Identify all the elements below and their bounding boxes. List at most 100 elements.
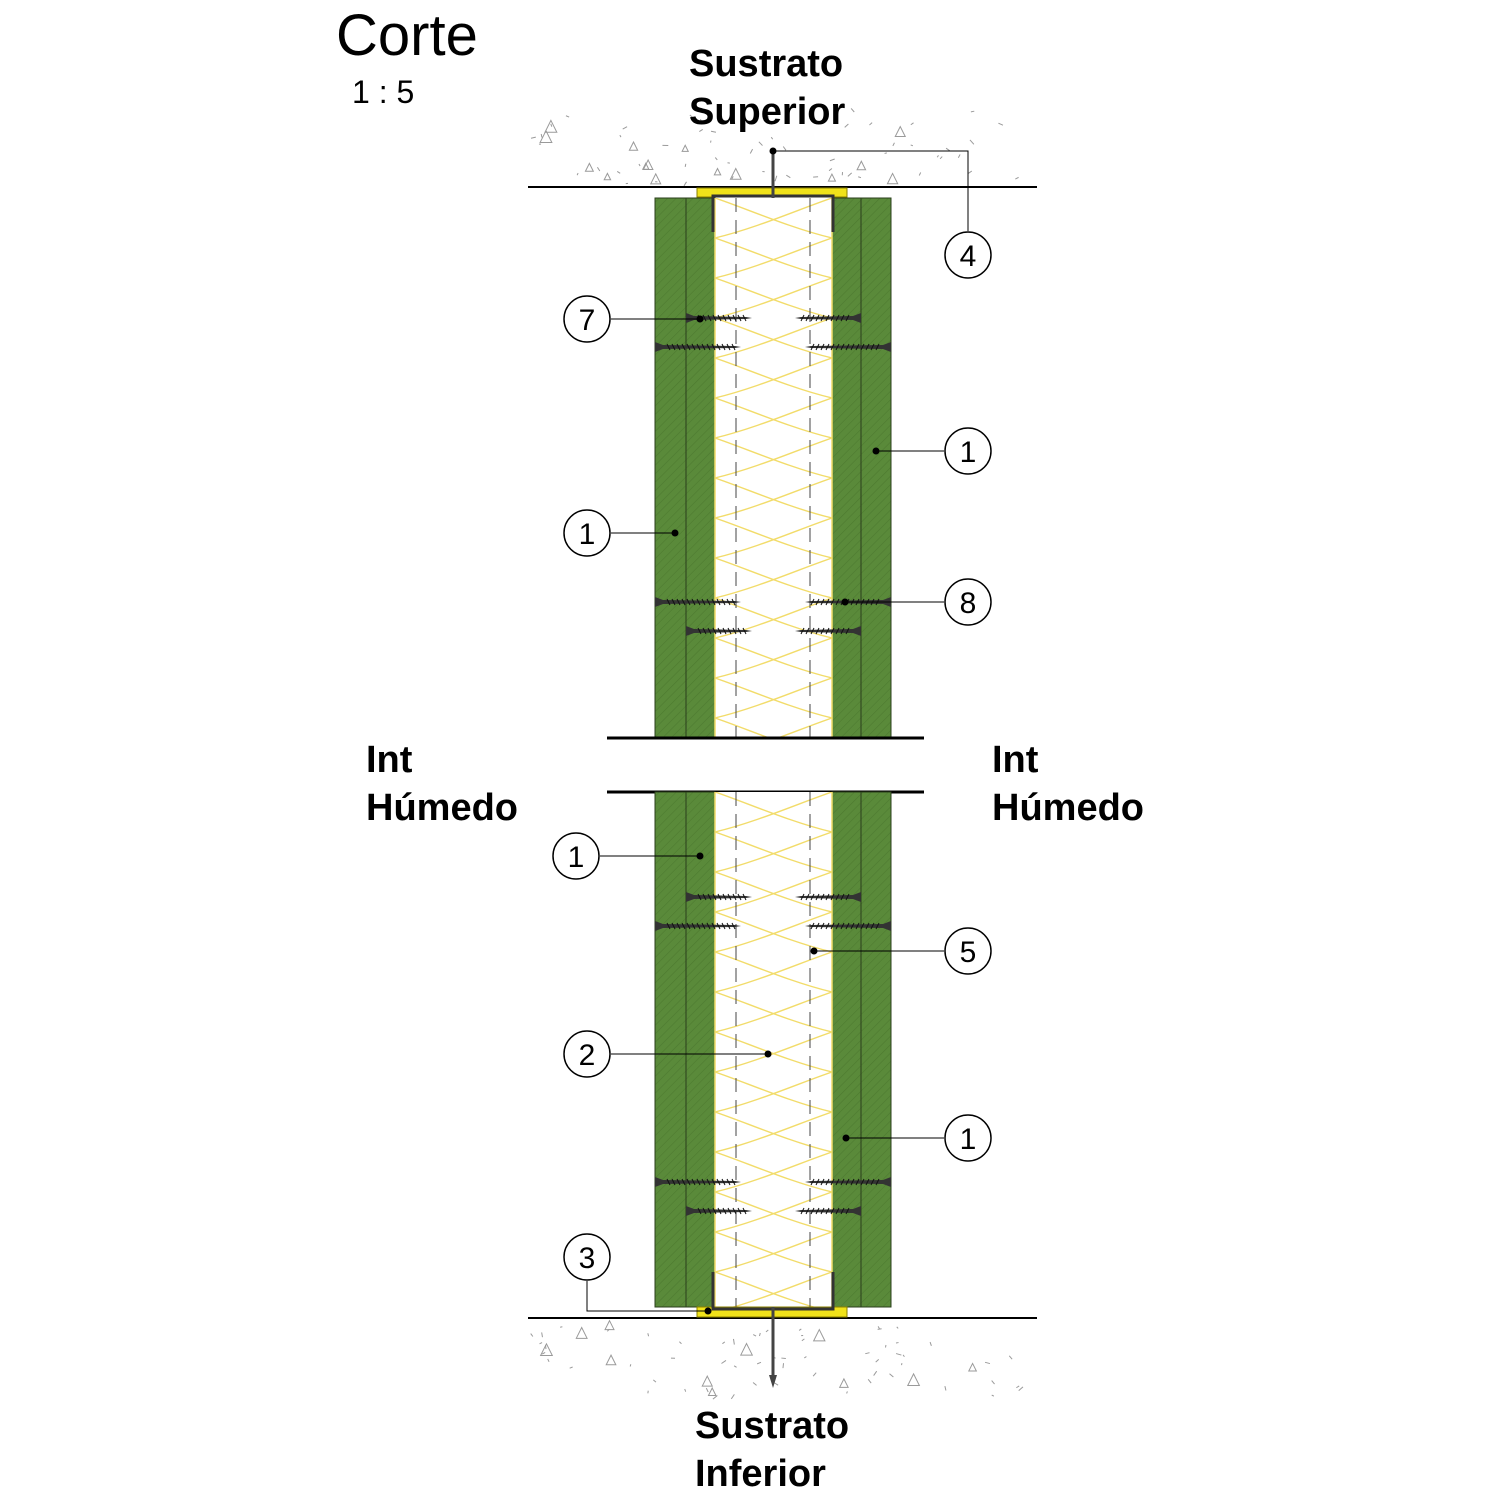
aggregate-mark bbox=[804, 1357, 806, 1358]
aggregate-mark bbox=[685, 164, 686, 167]
aggregate-mark bbox=[771, 137, 772, 139]
right-side-label-line1: Int bbox=[992, 736, 1144, 784]
aggregate-mark bbox=[869, 123, 872, 125]
aggregate-mark bbox=[713, 1396, 717, 1400]
aggregate-mark bbox=[874, 1371, 877, 1375]
gypsum-board bbox=[686, 792, 715, 1307]
aggregate-mark bbox=[865, 1353, 869, 1354]
aggregate-mark bbox=[847, 1391, 848, 1393]
aggregate-mark bbox=[911, 123, 914, 125]
aggregate-mark bbox=[551, 124, 552, 127]
aggregate-mark bbox=[643, 163, 649, 169]
aggregate-mark bbox=[766, 1330, 768, 1332]
leader-dot bbox=[770, 148, 777, 155]
leader-dot bbox=[697, 316, 704, 323]
aggregate-mark bbox=[998, 123, 1003, 125]
callout-number: 4 bbox=[960, 240, 977, 273]
gypsum-board bbox=[861, 792, 891, 1307]
aggregate-mark bbox=[542, 1352, 545, 1354]
leader-dot bbox=[842, 599, 849, 606]
aggregate-mark bbox=[605, 1321, 614, 1330]
aggregate-mark bbox=[733, 1339, 734, 1345]
aggregate-mark bbox=[968, 171, 971, 173]
bottom-substrate-label-line2: Inferior bbox=[695, 1450, 849, 1498]
aggregate-mark bbox=[876, 1359, 879, 1362]
aggregate-mark bbox=[1009, 1356, 1012, 1359]
aggregate-mark bbox=[759, 142, 763, 146]
gypsum-board bbox=[861, 198, 891, 738]
insulation-fiber bbox=[715, 752, 832, 792]
aggregate-mark bbox=[702, 1376, 712, 1386]
aggregate-mark bbox=[542, 1332, 543, 1337]
leader-dot bbox=[811, 948, 818, 955]
top-substrate-label-line2: Superior bbox=[689, 88, 845, 136]
aggregate-mark bbox=[985, 1362, 990, 1363]
callout-number: 2 bbox=[579, 1039, 596, 1072]
aggregate-mark bbox=[623, 127, 627, 129]
aggregate-mark bbox=[890, 1374, 894, 1377]
left-side-label: Int Húmedo bbox=[366, 736, 518, 832]
callout-number: 7 bbox=[579, 304, 596, 337]
aggregate-mark bbox=[845, 124, 849, 127]
aggregate-mark bbox=[597, 167, 599, 171]
aggregate-mark bbox=[969, 1363, 977, 1371]
aggregate-mark bbox=[750, 149, 752, 153]
gypsum-board bbox=[832, 198, 861, 738]
aggregate-mark bbox=[1016, 1386, 1019, 1388]
aggregate-mark bbox=[840, 1379, 848, 1387]
gypsum-board bbox=[686, 198, 715, 738]
aggregate-mark bbox=[531, 137, 536, 138]
aggregate-mark bbox=[903, 1355, 904, 1357]
aggregate-mark bbox=[653, 1380, 656, 1382]
aggregate-mark bbox=[753, 1335, 756, 1336]
aggregate-mark bbox=[911, 145, 913, 146]
aggregate-mark bbox=[857, 161, 865, 169]
leader-dot bbox=[672, 530, 679, 537]
gypsum-board bbox=[655, 792, 686, 1307]
anchor-tip bbox=[769, 1375, 777, 1388]
aggregate-mark bbox=[706, 1388, 708, 1392]
aggregate-mark bbox=[585, 163, 593, 171]
wall-upper-segment bbox=[607, 150, 924, 798]
top-substrate-label-line1: Sustrato bbox=[689, 40, 845, 88]
aggregate-mark bbox=[971, 111, 974, 112]
aggregate-mark bbox=[895, 127, 905, 137]
aggregate-mark bbox=[648, 1333, 649, 1336]
gypsum-board bbox=[832, 792, 861, 1307]
callout-number: 3 bbox=[579, 1242, 596, 1275]
aggregate-mark bbox=[814, 1330, 825, 1341]
aggregate-mark bbox=[970, 140, 974, 144]
aggregate-mark bbox=[799, 1329, 801, 1331]
aggregate-mark bbox=[802, 1339, 805, 1341]
aggregate-mark bbox=[679, 1342, 681, 1344]
gypsum-board bbox=[655, 198, 686, 738]
aggregate-mark bbox=[721, 1360, 725, 1363]
aggregate-mark bbox=[783, 1363, 784, 1368]
callout-number: 5 bbox=[960, 936, 977, 969]
aggregate-mark bbox=[760, 1333, 761, 1336]
aggregate-mark bbox=[851, 108, 854, 112]
aggregate-mark bbox=[992, 1381, 995, 1385]
top-substrate-label: Sustrato Superior bbox=[689, 40, 845, 136]
leader-dot bbox=[705, 1308, 712, 1315]
aggregate-mark bbox=[813, 1373, 816, 1377]
aggregate-mark bbox=[897, 1327, 898, 1329]
aggregate-mark bbox=[848, 173, 852, 176]
aggregate-mark bbox=[651, 174, 661, 184]
aggregate-mark bbox=[930, 1342, 931, 1346]
insulation-fiber bbox=[715, 752, 832, 792]
aggregate-mark bbox=[775, 176, 777, 181]
callout-number: 1 bbox=[579, 518, 596, 551]
aggregate-mark bbox=[684, 182, 687, 186]
aggregate-mark bbox=[630, 1364, 631, 1366]
aggregate-mark bbox=[908, 1374, 920, 1386]
aggregate-mark bbox=[685, 1389, 686, 1392]
left-side-label-line1: Int bbox=[366, 736, 518, 784]
aggregate-mark bbox=[734, 1366, 736, 1368]
aggregate-mark bbox=[731, 1394, 734, 1399]
aggregate-mark bbox=[878, 1329, 882, 1330]
leader-dot bbox=[873, 448, 880, 455]
callout-number: 1 bbox=[960, 436, 977, 469]
aggregate-mark bbox=[757, 1362, 761, 1364]
